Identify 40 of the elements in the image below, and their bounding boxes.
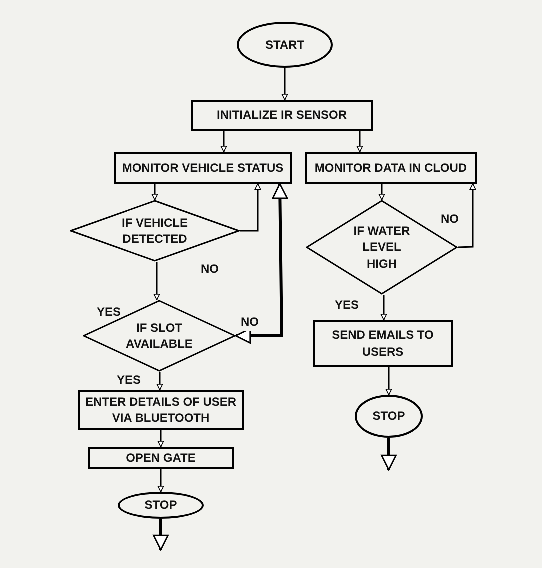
- arrow: [386, 367, 392, 396]
- arrow: [282, 68, 288, 100]
- arrow: [458, 184, 476, 248]
- process-box: [88, 447, 234, 469]
- arrow: [378, 184, 386, 200]
- node-text: MONITOR DATA IN CLOUD: [314, 160, 468, 176]
- node-text: MONITOR VEHICLE STATUS: [122, 160, 284, 176]
- node-text: IF VEHICLE DETECTED: [120, 214, 189, 248]
- process-box: [191, 100, 373, 131]
- terminal-oval: [118, 492, 204, 519]
- arrow: [381, 438, 397, 471]
- node-text: OPEN GATE: [126, 450, 196, 466]
- node-text: STOP: [372, 408, 406, 425]
- arrow: [153, 519, 169, 551]
- arrow: [235, 183, 288, 344]
- node-text: STOP: [144, 497, 178, 514]
- node-text: IF WATER LEVEL HIGH: [352, 223, 412, 272]
- decision-diamond: [83, 300, 236, 372]
- arrow: [158, 430, 164, 448]
- arrow: [156, 372, 164, 390]
- process-box: [313, 320, 453, 367]
- node-text: START: [265, 36, 305, 54]
- process-box: [78, 390, 244, 430]
- node-text: INITIALIZE IR SENSOR: [216, 107, 347, 124]
- arrow: [152, 184, 158, 200]
- terminal-oval: [237, 22, 333, 68]
- arrow: [356, 131, 364, 152]
- decision-diamond: [306, 200, 458, 295]
- arrow: [158, 469, 164, 492]
- node-text: ENTER DETAILS OF USER VIA BLUETOOTH: [84, 394, 238, 426]
- arrow: [220, 131, 228, 152]
- process-box: [114, 152, 292, 184]
- arrow: [380, 295, 388, 320]
- node-text: SEND EMAILS TO USERS: [331, 327, 435, 360]
- arrow: [154, 262, 160, 300]
- arrow: [240, 184, 262, 232]
- process-box: [305, 152, 477, 184]
- terminal-oval: [355, 395, 423, 438]
- node-text: IF SLOT AVAILABLE: [125, 320, 194, 352]
- decision-diamond: [70, 200, 240, 262]
